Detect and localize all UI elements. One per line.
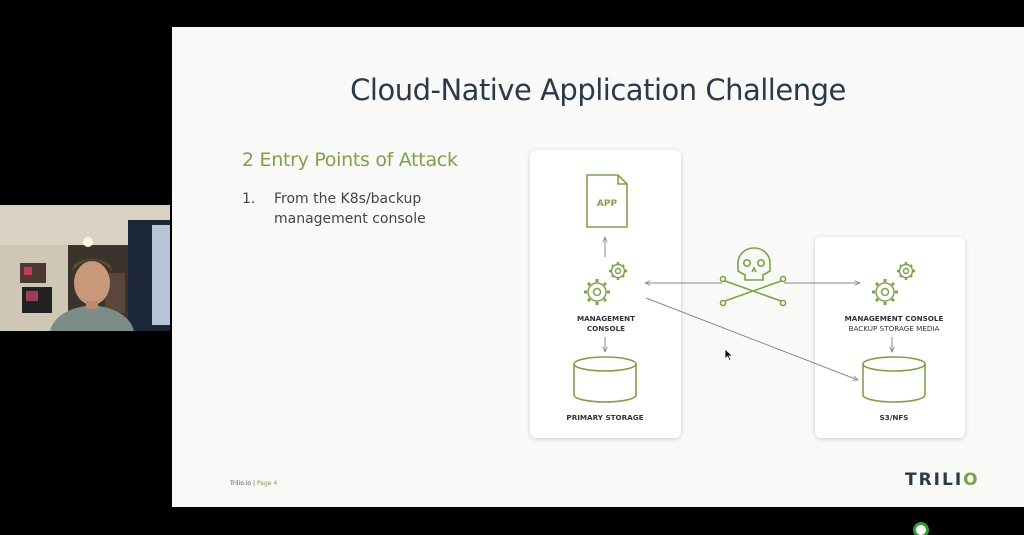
status-indicator-icon <box>913 522 929 535</box>
logo-text: TRILI <box>905 470 964 490</box>
list-item-text: From the K8s/backup management console <box>274 191 426 227</box>
arrow-diagonal-icon <box>645 297 858 380</box>
slide-footer: Trilio.io | Page 4 <box>230 480 277 487</box>
gears-icon <box>872 262 915 305</box>
section-heading: 2 Entry Points of Attack <box>242 149 458 171</box>
database-icon <box>573 356 637 403</box>
slide-title: Cloud-Native Application Challenge <box>350 73 846 107</box>
presentation-slide: Cloud-Native Application Challenge 2 Ent… <box>172 27 1024 507</box>
backup-target-card <box>815 237 965 438</box>
left-console-label-2: CONSOLE <box>587 324 625 333</box>
primary-storage-label: PRIMARY STORAGE <box>566 413 643 422</box>
footer-site: Trilio.io <box>230 480 252 487</box>
right-storage-label: S3/NFS <box>880 413 909 422</box>
webcam-participant <box>0 205 170 331</box>
right-console-label: MANAGEMENT CONSOLE <box>845 314 944 323</box>
gears-icon <box>584 262 627 305</box>
app-label: APP <box>597 199 618 209</box>
logo-accent: O <box>963 470 980 490</box>
footer-separator: | <box>252 480 256 487</box>
attack-diagram: APP MANAGEMENT CONSOLE <box>566 174 944 422</box>
right-console-label-2: BACKUP STORAGE MEDIA <box>849 324 940 333</box>
footer-page-number: Page 4 <box>256 480 278 487</box>
skull-crossbones-icon <box>719 247 787 307</box>
left-console-label: MANAGEMENT <box>577 314 635 323</box>
cursor-icon <box>724 348 734 362</box>
webcam-scene-icon <box>0 205 170 331</box>
file-icon <box>586 174 628 228</box>
trilio-logo: TRILIO <box>905 470 980 490</box>
list-item-number: 1. <box>242 191 256 207</box>
database-icon <box>862 356 926 403</box>
